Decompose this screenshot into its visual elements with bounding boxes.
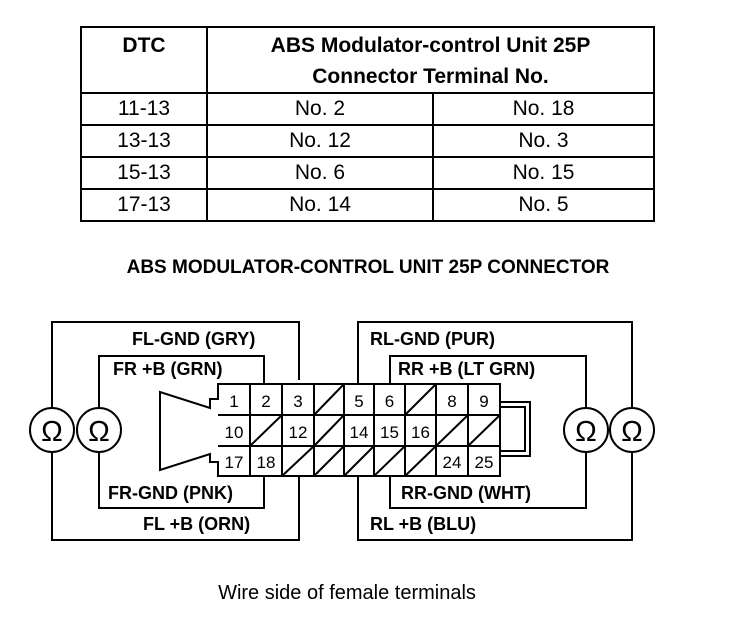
header-terminal: ABS Modulator-control Unit 25P Connector… xyxy=(206,26,655,94)
ohmmeter-rr: Ω xyxy=(563,407,609,453)
terminal-number: 8 xyxy=(447,392,456,411)
terminal-number: 14 xyxy=(350,423,369,442)
rl-b-wire xyxy=(357,452,633,541)
fl-b-wire xyxy=(51,452,300,541)
dtc-cell: 17-13 xyxy=(80,188,208,222)
dtc-cell: 15-13 xyxy=(80,156,208,190)
terminal-number: 12 xyxy=(289,423,308,442)
terminal-number: 2 xyxy=(261,392,270,411)
terminal-a-cell: No. 14 xyxy=(206,188,434,222)
ohmmeter-rl: Ω xyxy=(609,407,655,453)
rr-gnd-label: RR-GND (WHT) xyxy=(401,483,531,503)
dtc-cell: 13-13 xyxy=(80,124,208,158)
terminal-a-cell: No. 2 xyxy=(206,92,434,126)
cavity-slash xyxy=(313,414,345,447)
connector-housing xyxy=(159,383,501,477)
connector-title: ABS MODULATOR-CONTROL UNIT 25P CONNECTOR xyxy=(126,257,610,278)
table-row: 15-13 No. 6 No. 15 xyxy=(80,156,655,190)
ohm-icon: Ω xyxy=(41,416,63,448)
fr-b-wire xyxy=(98,355,265,408)
rr-gnd-wire xyxy=(389,452,587,509)
rl-b-label: RL +B (BLU) xyxy=(370,514,476,534)
terminal-number: 18 xyxy=(257,453,276,472)
terminal-number: 25 xyxy=(475,453,494,472)
rr-b-wire xyxy=(389,355,587,408)
connector-latch-inner xyxy=(500,406,526,452)
ohmmeter-fr: Ω xyxy=(76,407,122,453)
cavity-slash xyxy=(404,383,437,416)
cavity-slash xyxy=(313,383,345,416)
cavity-slash xyxy=(467,414,501,447)
ohmmeter-fl-circle xyxy=(29,407,75,453)
terminal-a-cell: No. 12 xyxy=(206,124,434,158)
terminal-number: 9 xyxy=(479,392,488,411)
terminal-b-cell: No. 3 xyxy=(432,124,655,158)
fl-gnd-wire xyxy=(51,321,300,408)
ohm-icon: Ω xyxy=(621,416,643,448)
ohmmeter-fl: Ω xyxy=(29,407,75,453)
cavity-slash xyxy=(343,445,375,477)
header-terminal-line1: ABS Modulator-control Unit 25P xyxy=(270,34,591,57)
terminal-grid xyxy=(218,383,501,477)
terminal-b-cell: No. 5 xyxy=(432,188,655,222)
ohmmeter-rr-circle xyxy=(563,407,609,453)
cavity-slash xyxy=(249,414,283,447)
table-header-row: DTC ABS Modulator-control Unit 25P Conne… xyxy=(80,26,655,94)
ohm-icon: Ω xyxy=(575,416,597,448)
terminal-number: 15 xyxy=(380,423,399,442)
terminal-number: 6 xyxy=(385,392,394,411)
connector-latch xyxy=(500,401,531,457)
terminal-number: 3 xyxy=(293,392,302,411)
dtc-cell: 11-13 xyxy=(80,92,208,126)
caption: Wire side of female terminals xyxy=(218,582,476,604)
terminal-number: 1 xyxy=(229,392,238,411)
fr-gnd-label: FR-GND (PNK) xyxy=(108,483,233,503)
table-row: 13-13 No. 12 No. 3 xyxy=(80,124,655,158)
ohmmeter-rl-circle xyxy=(609,407,655,453)
rr-b-label: RR +B (LT GRN) xyxy=(398,359,535,379)
fr-b-label: FR +B (GRN) xyxy=(113,359,223,379)
cavity-slash xyxy=(281,445,315,477)
terminal-number: 24 xyxy=(443,453,462,472)
terminal-b-cell: No. 18 xyxy=(432,92,655,126)
cavity-slash xyxy=(373,445,406,477)
cavity-slash xyxy=(435,414,469,447)
terminal-b-cell: No. 15 xyxy=(432,156,655,190)
fl-gnd-label: FL-GND (GRY) xyxy=(132,329,255,349)
header-terminal-line2: Connector Terminal No. xyxy=(312,65,549,88)
terminal-number: 17 xyxy=(225,453,244,472)
cavity-slash xyxy=(404,445,437,477)
terminal-a-cell: No. 6 xyxy=(206,156,434,190)
ohmmeter-fr-circle xyxy=(76,407,122,453)
header-dtc: DTC xyxy=(80,26,208,94)
terminal-number: 16 xyxy=(411,423,430,442)
rl-gnd-wire xyxy=(357,321,633,408)
fr-gnd-wire xyxy=(98,452,265,509)
rl-gnd-label: RL-GND (PUR) xyxy=(370,329,495,349)
fl-b-label: FL +B (ORN) xyxy=(143,514,250,534)
table-row: 17-13 No. 14 No. 5 xyxy=(80,188,655,222)
table-row: 11-13 No. 2 No. 18 xyxy=(80,92,655,126)
terminal-number: 10 xyxy=(225,423,244,442)
dtc-terminal-table: DTC ABS Modulator-control Unit 25P Conne… xyxy=(80,26,655,222)
terminal-number: 5 xyxy=(354,392,363,411)
ohm-icon: Ω xyxy=(88,416,110,448)
cavity-slash xyxy=(313,445,345,477)
